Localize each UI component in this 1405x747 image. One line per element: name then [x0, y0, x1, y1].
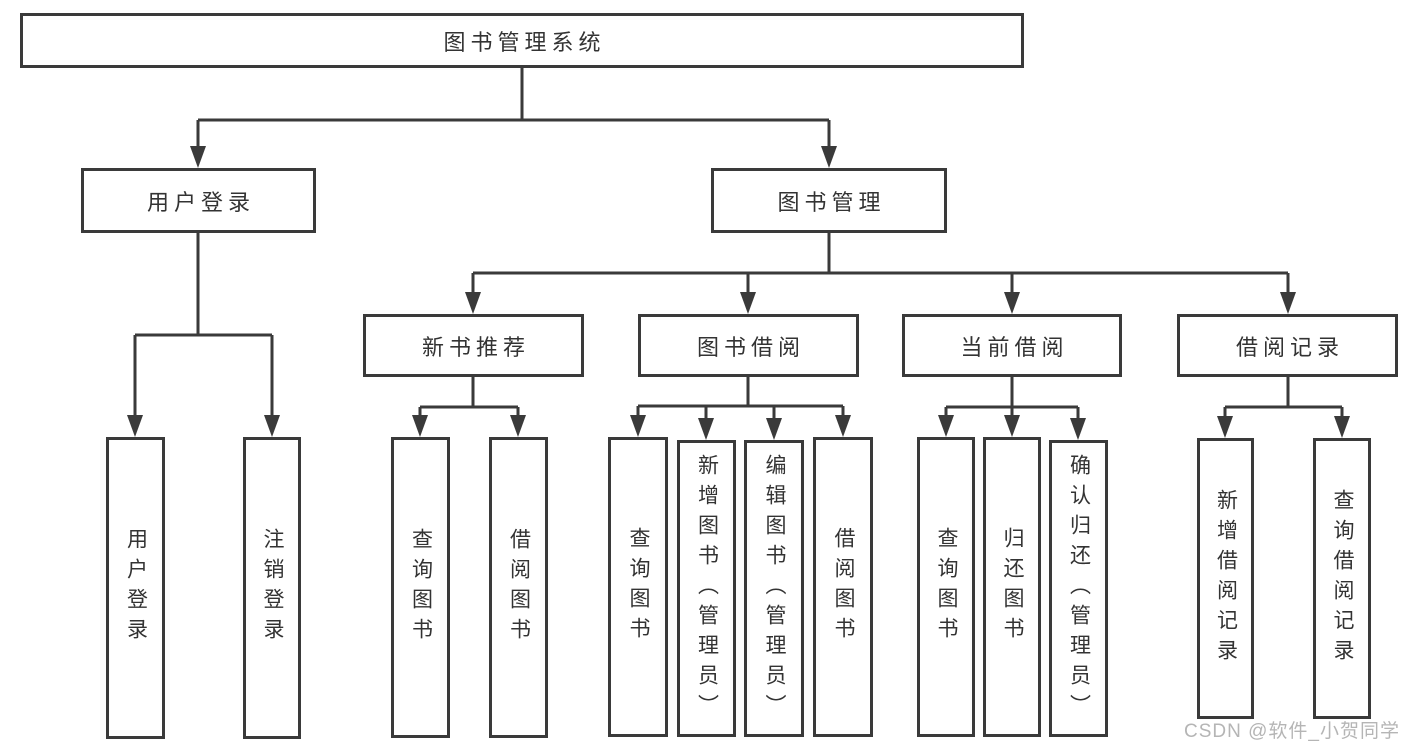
node-current-borrowing-label: 当前借阅	[960, 334, 1069, 360]
leaf-confirm-return-admin-label: 确认归还（管理员）	[1067, 453, 1091, 724]
node-current-borrowing: 当前借阅	[902, 314, 1122, 377]
node-book-borrowing: 图书借阅	[638, 314, 859, 377]
connector-book-management-branch	[471, 233, 1290, 308]
leaf-user-login-label: 用户登录	[124, 528, 148, 648]
node-borrowing-records: 借阅记录	[1177, 314, 1398, 377]
leaf-borrow-books-recommend-label: 借阅图书	[507, 527, 531, 648]
leaf-add-book-admin-label: 新增图书（管理员）	[695, 453, 719, 724]
leaf-edit-book-admin: 编辑图书（管理员）	[744, 440, 804, 737]
node-user-login-label: 用户登录	[146, 189, 255, 215]
node-library-system-label: 图书管理系统	[443, 29, 606, 55]
leaf-logout: 注销登录	[243, 437, 301, 739]
node-book-borrowing-label: 图书借阅	[696, 334, 805, 360]
node-book-management-label: 图书管理	[777, 189, 886, 215]
watermark: CSDN @软件_小贺同学	[1184, 721, 1400, 742]
node-new-book-recommendation-label: 新书推荐	[421, 334, 530, 360]
connector-user-login-branch	[133, 233, 274, 431]
node-new-book-recommendation: 新书推荐	[363, 314, 584, 377]
leaf-query-books-borrow-label: 查询图书	[627, 527, 650, 647]
connector-new-book-branch	[418, 377, 520, 431]
leaf-confirm-return-admin: 确认归还（管理员）	[1049, 440, 1108, 737]
leaf-user-login: 用户登录	[106, 437, 165, 739]
leaf-edit-book-admin-label: 编辑图书（管理员）	[763, 453, 786, 724]
arrowheads	[127, 146, 1350, 440]
node-user-login: 用户登录	[81, 168, 316, 233]
leaf-query-books-borrow: 查询图书	[608, 437, 668, 737]
leaf-borrow-books-label: 借阅图书	[832, 527, 855, 647]
connector-borrow-record-branch	[1223, 377, 1344, 432]
connector-book-borrow-branch	[636, 377, 845, 434]
leaf-return-books-label: 归还图书	[1001, 527, 1024, 647]
leaf-query-books-recommend: 查询图书	[391, 437, 450, 738]
node-borrowing-records-label: 借阅记录	[1235, 334, 1344, 360]
leaf-add-borrow-record-label: 新增借阅记录	[1214, 488, 1238, 669]
leaf-add-borrow-record: 新增借阅记录	[1197, 438, 1254, 719]
leaf-borrow-books-recommend: 借阅图书	[489, 437, 548, 738]
leaf-query-books-current-label: 查询图书	[935, 527, 958, 647]
leaf-logout-label: 注销登录	[261, 528, 284, 648]
leaf-query-borrow-record-label: 查询借阅记录	[1331, 488, 1354, 669]
leaf-borrow-books: 借阅图书	[813, 437, 873, 737]
leaf-return-books: 归还图书	[983, 437, 1041, 737]
node-library-system: 图书管理系统	[20, 13, 1024, 68]
leaf-query-books-current: 查询图书	[917, 437, 975, 737]
leaf-query-books-recommend-label: 查询图书	[409, 527, 433, 648]
leaf-query-borrow-record: 查询借阅记录	[1313, 438, 1371, 719]
leaf-add-book-admin: 新增图书（管理员）	[677, 440, 736, 737]
connector-root-branch	[196, 68, 831, 162]
node-book-management: 图书管理	[711, 168, 947, 233]
